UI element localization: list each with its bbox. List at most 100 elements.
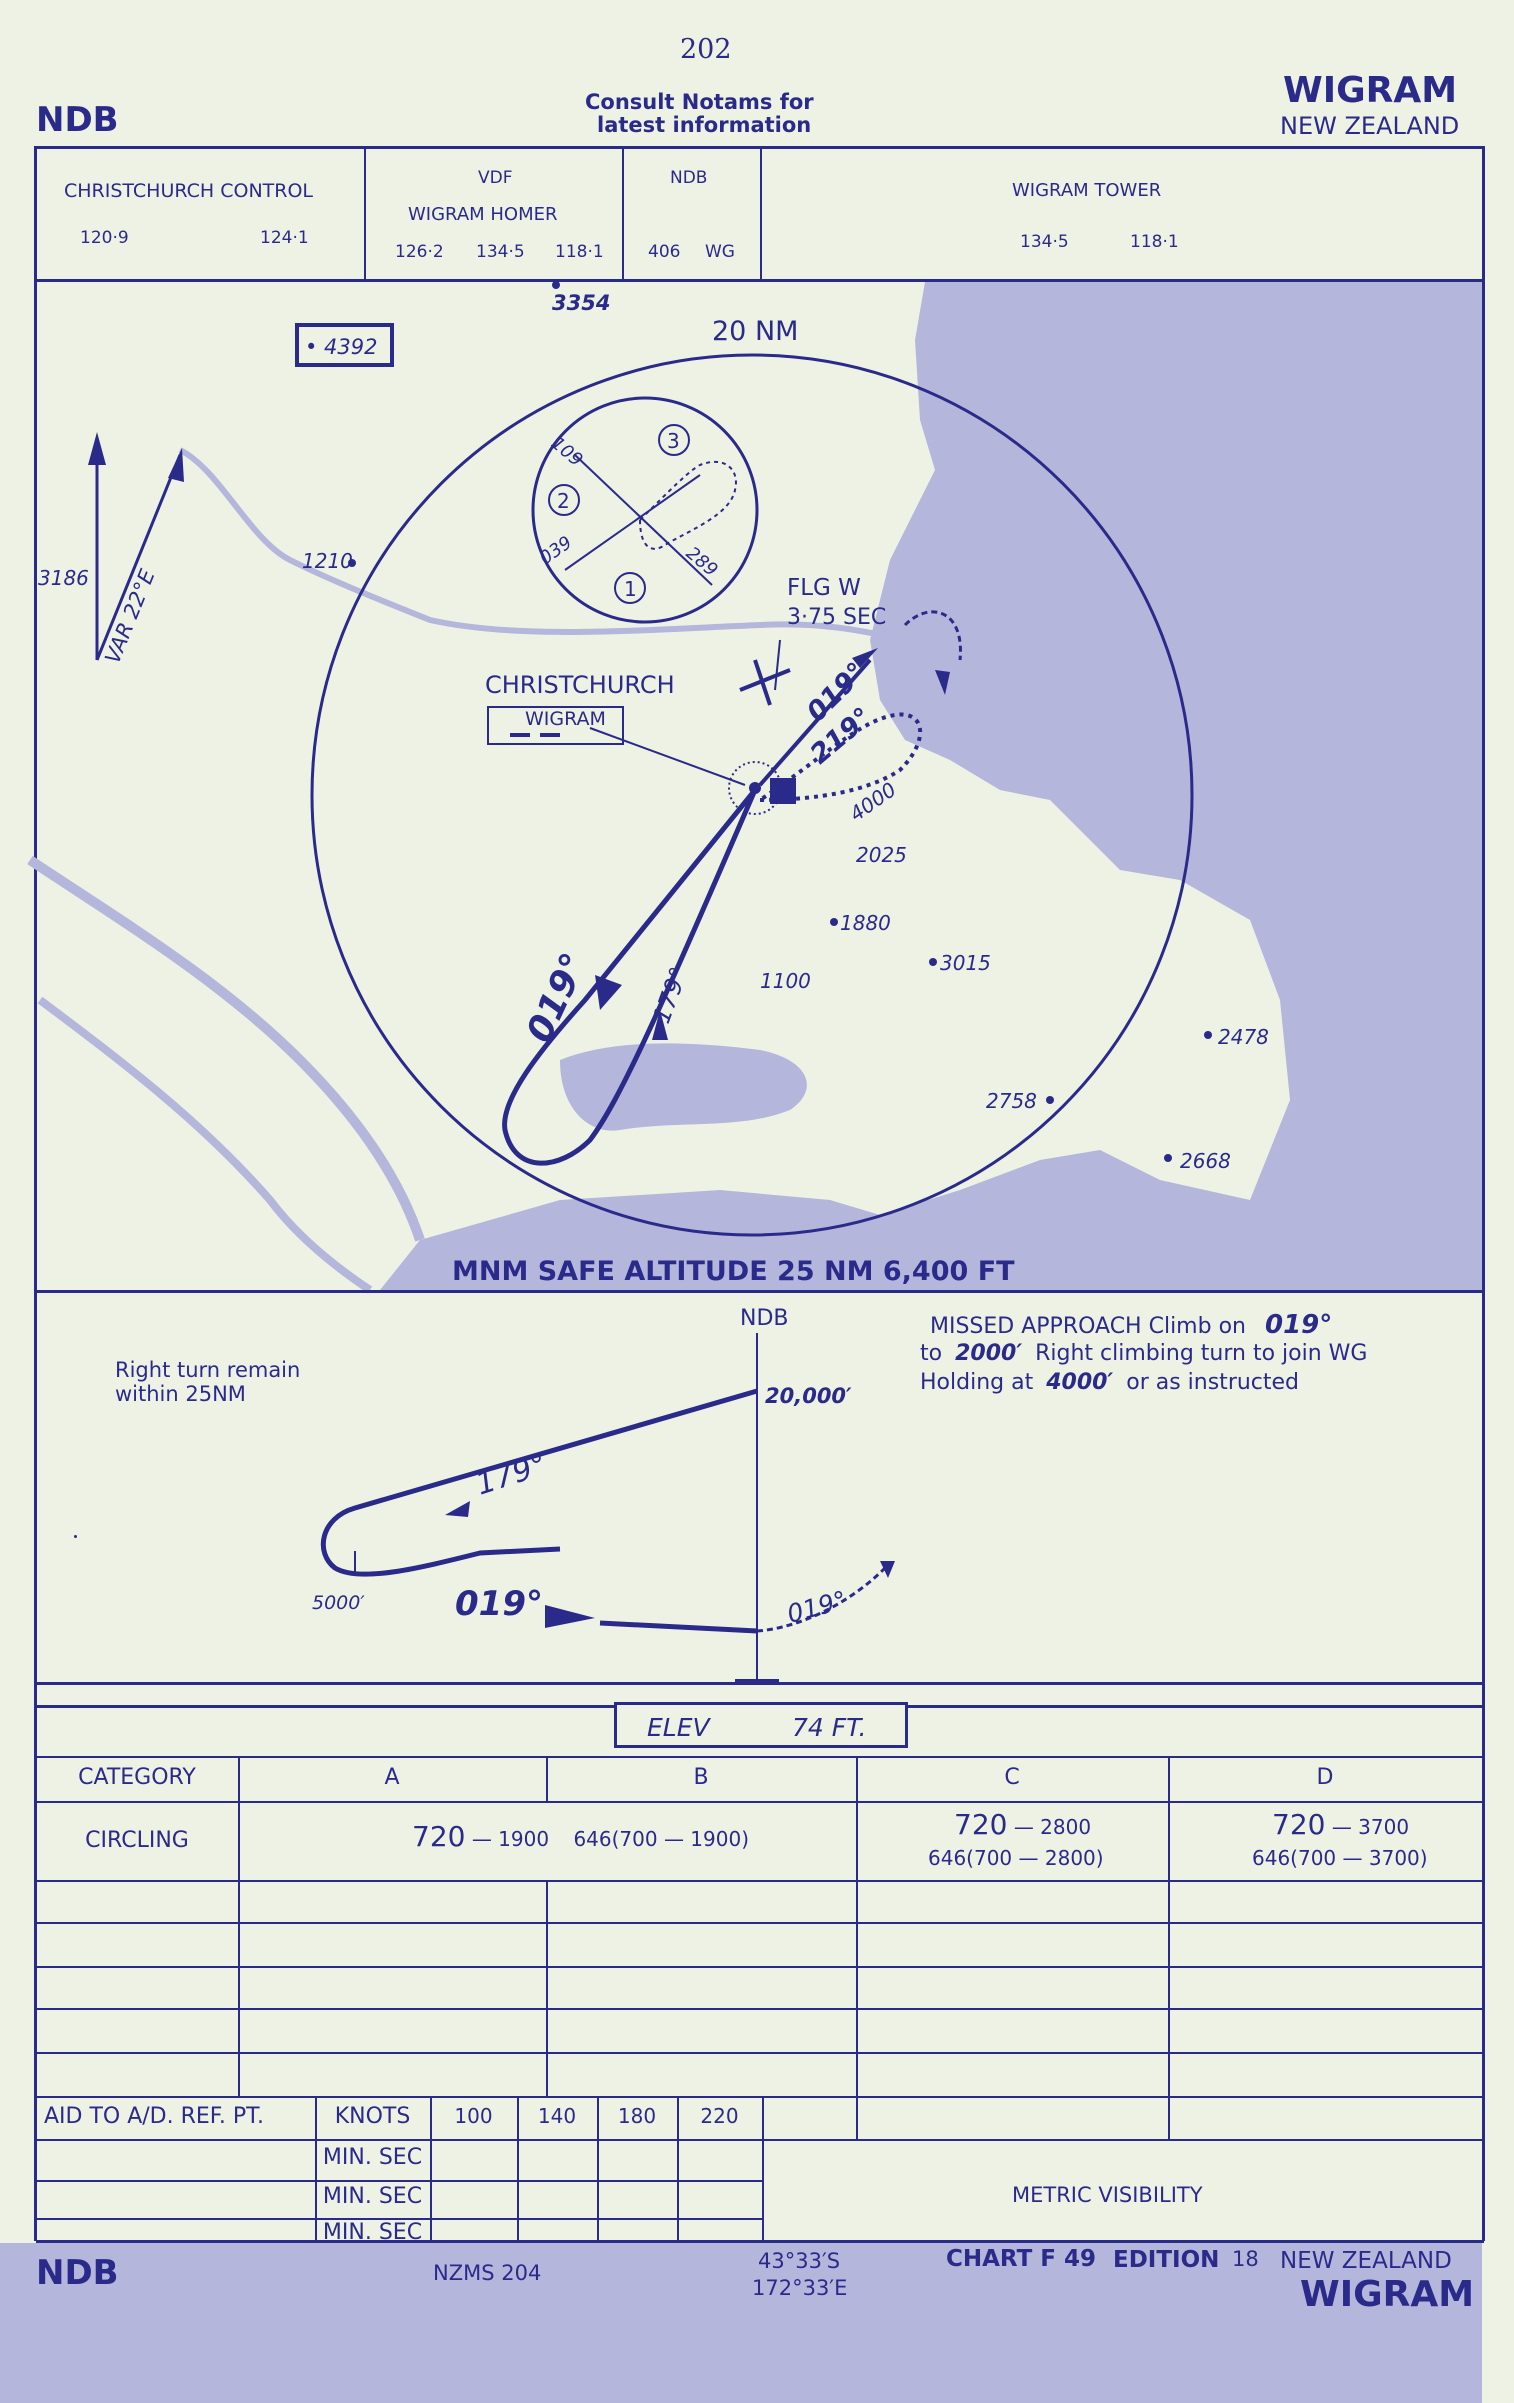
speed-100: 100 — [454, 2104, 493, 2128]
ndb-ident: WG — [705, 242, 735, 262]
flg-line-1: FLG W — [787, 575, 861, 601]
missed-line-1: MISSED APPROACH Climb on 019° — [930, 1310, 1333, 1340]
circling-label: CIRCLING — [85, 1828, 189, 1853]
vdf-sub: WIGRAM HOMER — [408, 204, 558, 225]
ndb-freq: 406 — [648, 242, 681, 262]
speed-140: 140 — [537, 2104, 577, 2128]
footer-edition-number: 18 — [1232, 2247, 1259, 2271]
holding-pattern — [758, 712, 923, 802]
category-label: CATEGORY — [78, 1765, 196, 1790]
range-ring-20nm — [310, 353, 1194, 1237]
tower-label: WIGRAM TOWER — [1012, 180, 1162, 201]
control-freq-1: 120·9 — [80, 228, 129, 248]
vdf-freq-3: 118·1 — [555, 242, 604, 262]
circling-d-sub: 646(700 — 3700) — [1252, 1846, 1428, 1870]
circling-c-sub: 646(700 — 2800) — [928, 1846, 1104, 1870]
wigram-box — [487, 706, 624, 745]
frame-left — [34, 146, 37, 2241]
profile-track — [320, 1388, 758, 1634]
missed-approach-track — [758, 658, 872, 787]
aid-label: AID TO A/D. REF. PT. — [44, 2104, 264, 2129]
footer-band — [0, 2243, 1482, 2403]
christchurch-label: CHRISTCHURCH — [485, 671, 675, 699]
elev-1880: 1880 — [840, 911, 891, 935]
min-sec-row-3: MIN. SEC — [322, 2220, 423, 2245]
elev-1210: 1210 — [302, 549, 353, 573]
control-freq-2: 124·1 — [260, 228, 309, 248]
profile-course-179: 179° — [472, 1447, 552, 1503]
sea-area — [380, 282, 1482, 1290]
metric-visibility: METRIC VISIBILITY — [1012, 2183, 1203, 2207]
hold-2: 2 — [557, 489, 570, 513]
msa-label: MNM SAFE ALTITUDE 25 NM 6,400 FT — [452, 1256, 1015, 1287]
tower-freq-1: 134·5 — [1020, 232, 1069, 252]
airport-symbol — [770, 778, 796, 804]
elev-2668: 2668 — [1180, 1149, 1231, 1173]
footer-country: NEW ZEALAND — [1280, 2248, 1452, 2274]
footer-edition-label: EDITION — [1113, 2247, 1220, 2273]
elev-2758: 2758 — [986, 1089, 1037, 1113]
profile-course-019-missed: 019° — [784, 1585, 850, 1629]
elev-3015: 3015 — [940, 951, 991, 975]
missed-line-3: Holding at 4000′ or as instructed — [920, 1370, 1300, 1395]
holding-inset — [531, 396, 759, 624]
profile-ndb: NDB — [740, 1306, 789, 1331]
vdf-freq-1: 126·2 — [395, 242, 444, 262]
profile-view: NDB Right turn remain within 25NM 20,000… — [115, 1306, 895, 1685]
control-label: CHRISTCHURCH CONTROL — [64, 180, 314, 202]
plan-view: 3354 • 4392 20 NM VAR 22°E 3186 1210 109… — [27, 281, 1482, 1294]
elev-1100: 1100 — [760, 969, 811, 993]
footer-nzms: NZMS 204 — [433, 2261, 542, 2285]
circling-c: 720 — 2800 — [954, 1808, 1092, 1841]
footer-airport: WIGRAM — [1300, 2274, 1475, 2315]
lake-ellesmere — [560, 1043, 807, 1131]
cat-a: A — [384, 1765, 400, 1790]
frame-right — [1482, 146, 1485, 2241]
cat-d: D — [1316, 1765, 1334, 1790]
elev-2478: 2478 — [1218, 1025, 1269, 1049]
ring-label: 20 NM — [712, 316, 798, 347]
min-sec-row-1: MIN. SEC — [322, 2145, 423, 2170]
header-country: NEW ZEALAND — [1280, 112, 1460, 140]
vdf-freq-2: 134·5 — [476, 242, 525, 262]
circling-ab: 720 — 1900 646(700 — 1900) — [412, 1820, 750, 1853]
elev-value: 74 FT. — [792, 1713, 867, 1742]
profile-course-019: 019° — [455, 1584, 543, 1624]
profile-remain-1: Right turn remain — [115, 1358, 300, 1382]
header-type: NDB — [36, 100, 119, 140]
elev-3186: 3186 — [38, 566, 89, 590]
notam-line-2: latest information — [597, 113, 812, 137]
coast-north — [178, 447, 906, 643]
wigram-label: WIGRAM — [525, 708, 606, 730]
footer-chart: CHART F 49 — [946, 2246, 1097, 2272]
speed-180: 180 — [617, 2104, 657, 2128]
elev-box: ELEV 74 FT. — [614, 1702, 908, 1748]
profile-remain-2: within 25NM — [115, 1382, 246, 1406]
profile-alt-20000: 20,000′ — [765, 1384, 852, 1408]
speed-220: 220 — [700, 2104, 739, 2128]
tower-freq-2: 118·1 — [1130, 232, 1179, 252]
elev-label: ELEV — [647, 1713, 710, 1742]
course-179: 179° — [647, 963, 693, 1027]
footer-type: NDB — [36, 2253, 119, 2293]
alt-4000: 4000 — [845, 777, 900, 826]
plan-profile-divider — [34, 1290, 1485, 1293]
footer-lon: 172°33′E — [752, 2276, 848, 2300]
cat-b: B — [693, 1765, 709, 1790]
approach-track — [502, 788, 758, 1166]
footer-lat: 43°33′S — [758, 2249, 841, 2273]
elev-4392-box — [295, 323, 394, 367]
river — [37, 996, 373, 1294]
circling-d: 720 — 3700 — [1272, 1808, 1410, 1841]
hold-1: 1 — [624, 577, 637, 601]
frame-top — [34, 146, 1485, 149]
knots-label: KNOTS — [334, 2104, 411, 2129]
elev-2025: 2025 — [856, 843, 907, 867]
coast-southwest — [27, 855, 425, 1242]
notam-line-1: Consult Notams for — [585, 90, 814, 114]
cat-c: C — [1004, 1765, 1020, 1790]
flg-line-2: 3·75 SEC — [787, 605, 886, 630]
min-sec-row-2: MIN. SEC — [322, 2184, 423, 2209]
page-number: 202 — [680, 34, 732, 65]
elev-3354: 3354 — [552, 291, 610, 315]
